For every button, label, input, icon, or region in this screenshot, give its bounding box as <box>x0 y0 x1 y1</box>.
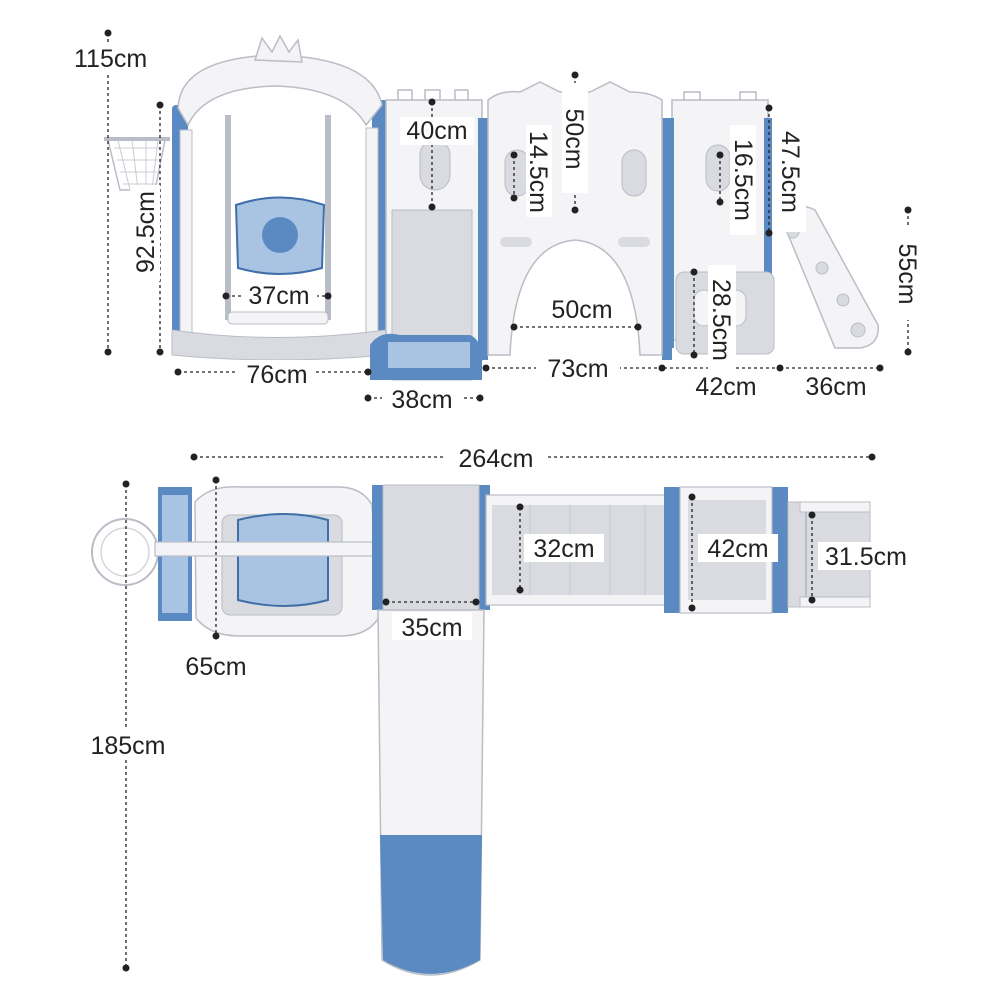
label-top-slide-width: 35cm <box>401 614 462 642</box>
swing-frame <box>171 34 388 361</box>
label-box-height: 28.5cm <box>707 279 735 361</box>
label-backgrounds <box>70 42 922 760</box>
label-ladder-width: 36cm <box>805 373 866 401</box>
label-top-ladder-width: 31.5cm <box>825 543 907 571</box>
label-tower-width: 42cm <box>707 535 768 563</box>
swing-top <box>154 486 386 637</box>
label-box-width: 42cm <box>695 373 756 401</box>
side-view-playset <box>104 34 879 381</box>
basketball-hoop-side <box>104 137 170 191</box>
swing-seat <box>225 115 331 325</box>
label-tunnel-width: 73cm <box>547 355 608 383</box>
label-seat-width: 37cm <box>248 282 309 310</box>
label-tower-height: 47.5cm <box>776 131 804 213</box>
label-overall-length: 264cm <box>458 445 533 473</box>
label-arch-width: 50cm <box>551 296 612 324</box>
label-arch-height: 50cm <box>560 108 588 169</box>
label-window-height: 40cm <box>406 117 467 145</box>
label-tower-window: 16.5cm <box>729 139 757 221</box>
label-total-height: 115cm <box>74 45 147 73</box>
label-swing-depth: 65cm <box>185 653 246 681</box>
label-overall-depth: 185cm <box>90 732 165 760</box>
label-swing-height: 92.5cm <box>132 191 160 273</box>
label-swing-width: 76cm <box>246 361 307 389</box>
dimension-endpoints <box>104 29 912 972</box>
label-slide-width: 38cm <box>391 386 452 414</box>
dimension-labels: 115cm 92.5cm 37cm 76cm 40cm 38cm 14.5cm … <box>74 45 921 760</box>
label-door-window: 14.5cm <box>524 131 552 213</box>
slide-top <box>372 484 490 976</box>
label-bridge-width: 32cm <box>533 535 594 563</box>
label-ladder-height: 55cm <box>893 243 921 304</box>
